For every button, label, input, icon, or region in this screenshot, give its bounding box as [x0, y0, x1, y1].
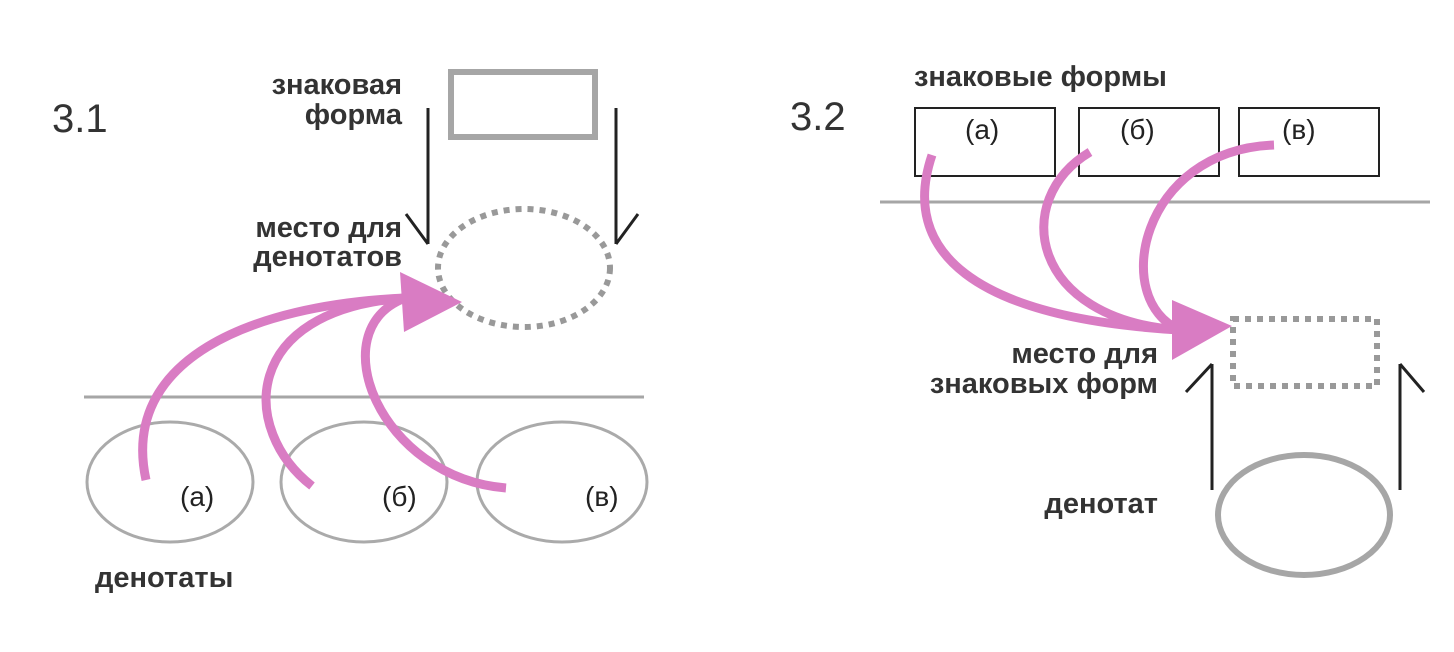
pink-arrow-v — [1138, 140, 1275, 335]
panel-number: 3.1 — [52, 97, 108, 141]
denotata-label: денотаты — [95, 562, 233, 594]
sign-form-box-b — [1078, 107, 1220, 177]
denotatum-letter-a: (а) — [180, 481, 214, 512]
sign-form-label-line1: знаковая — [272, 69, 402, 101]
sign-form-letter-v: (в) — [1282, 114, 1316, 145]
sign-form-letter-b: (б) — [1120, 114, 1155, 145]
form-slot-label-line2: знаковых форм — [930, 368, 1158, 400]
pink-arrow-a — [138, 293, 406, 481]
sign-form-box-a — [914, 107, 1056, 177]
denotatum-letter-v: (в) — [585, 481, 619, 512]
down-arrow-right — [614, 108, 640, 245]
form-slot-dotted-rect — [1230, 316, 1380, 389]
denotatum-ellipse-b — [279, 420, 449, 544]
sign-form-box-v — [1238, 107, 1380, 177]
sign-forms-label: знаковые формы — [914, 61, 1167, 93]
denotatum-label: денотат — [1044, 488, 1158, 520]
sign-form-label-line2: форма — [305, 99, 403, 131]
up-arrow-left — [1184, 362, 1214, 490]
sign-form-box — [448, 69, 598, 140]
denotatum-letter-b: (б) — [382, 481, 417, 512]
pink-arrowhead-2 — [1172, 300, 1232, 360]
form-slot-label-line1: место для — [1011, 338, 1158, 370]
pink-arrow-b — [261, 293, 406, 490]
denotatum-ellipse — [1215, 452, 1393, 578]
pink-arrow-a — [920, 153, 1181, 335]
pink-arrow-v — [361, 293, 507, 493]
down-arrow-left — [404, 108, 430, 245]
denotatum-ellipse-a — [85, 420, 255, 544]
pink-arrow-b — [1039, 148, 1181, 335]
pink-arrowhead-1 — [400, 272, 462, 332]
up-arrow-right — [1398, 363, 1426, 490]
denotatum-ellipse-v — [475, 420, 649, 544]
denotation-slot-label-line1: место для — [255, 212, 402, 244]
sign-form-letter-a: (а) — [965, 114, 999, 145]
denotation-slot-label-line2: денотатов — [253, 241, 402, 273]
panel-3-1: 3.1 знаковая форма место для денотатов (… — [52, 69, 649, 594]
denotation-slot-dotted-ellipse — [435, 206, 613, 330]
panel-3-2: 3.2 знаковые формы (а) (б) (в) место для… — [790, 61, 1430, 578]
panel-number: 3.2 — [790, 95, 846, 139]
